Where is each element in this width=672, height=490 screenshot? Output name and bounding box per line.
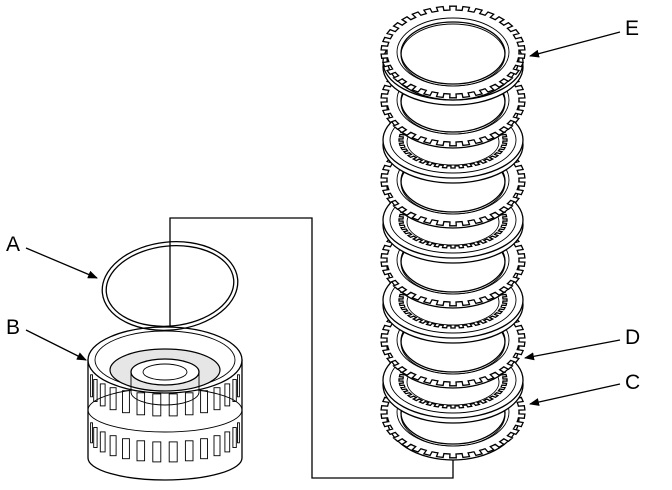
leader-arrow-c (529, 383, 621, 406)
callout-a: A (6, 233, 20, 256)
steel-plate (380, 5, 526, 101)
snap-ring (101, 241, 239, 331)
clutch-plate-stack (380, 5, 526, 461)
leader-arrow-d (524, 339, 621, 361)
callout-d: D (625, 326, 640, 349)
leader-arrow-b (25, 329, 87, 361)
callout-c: C (625, 371, 640, 394)
callout-b: B (6, 316, 20, 339)
alignment-line (169, 217, 454, 479)
leader-arrow-a (25, 247, 98, 279)
callout-e: E (625, 17, 639, 40)
clutch-drum (87, 326, 243, 481)
leader-arrow-e (529, 31, 621, 58)
